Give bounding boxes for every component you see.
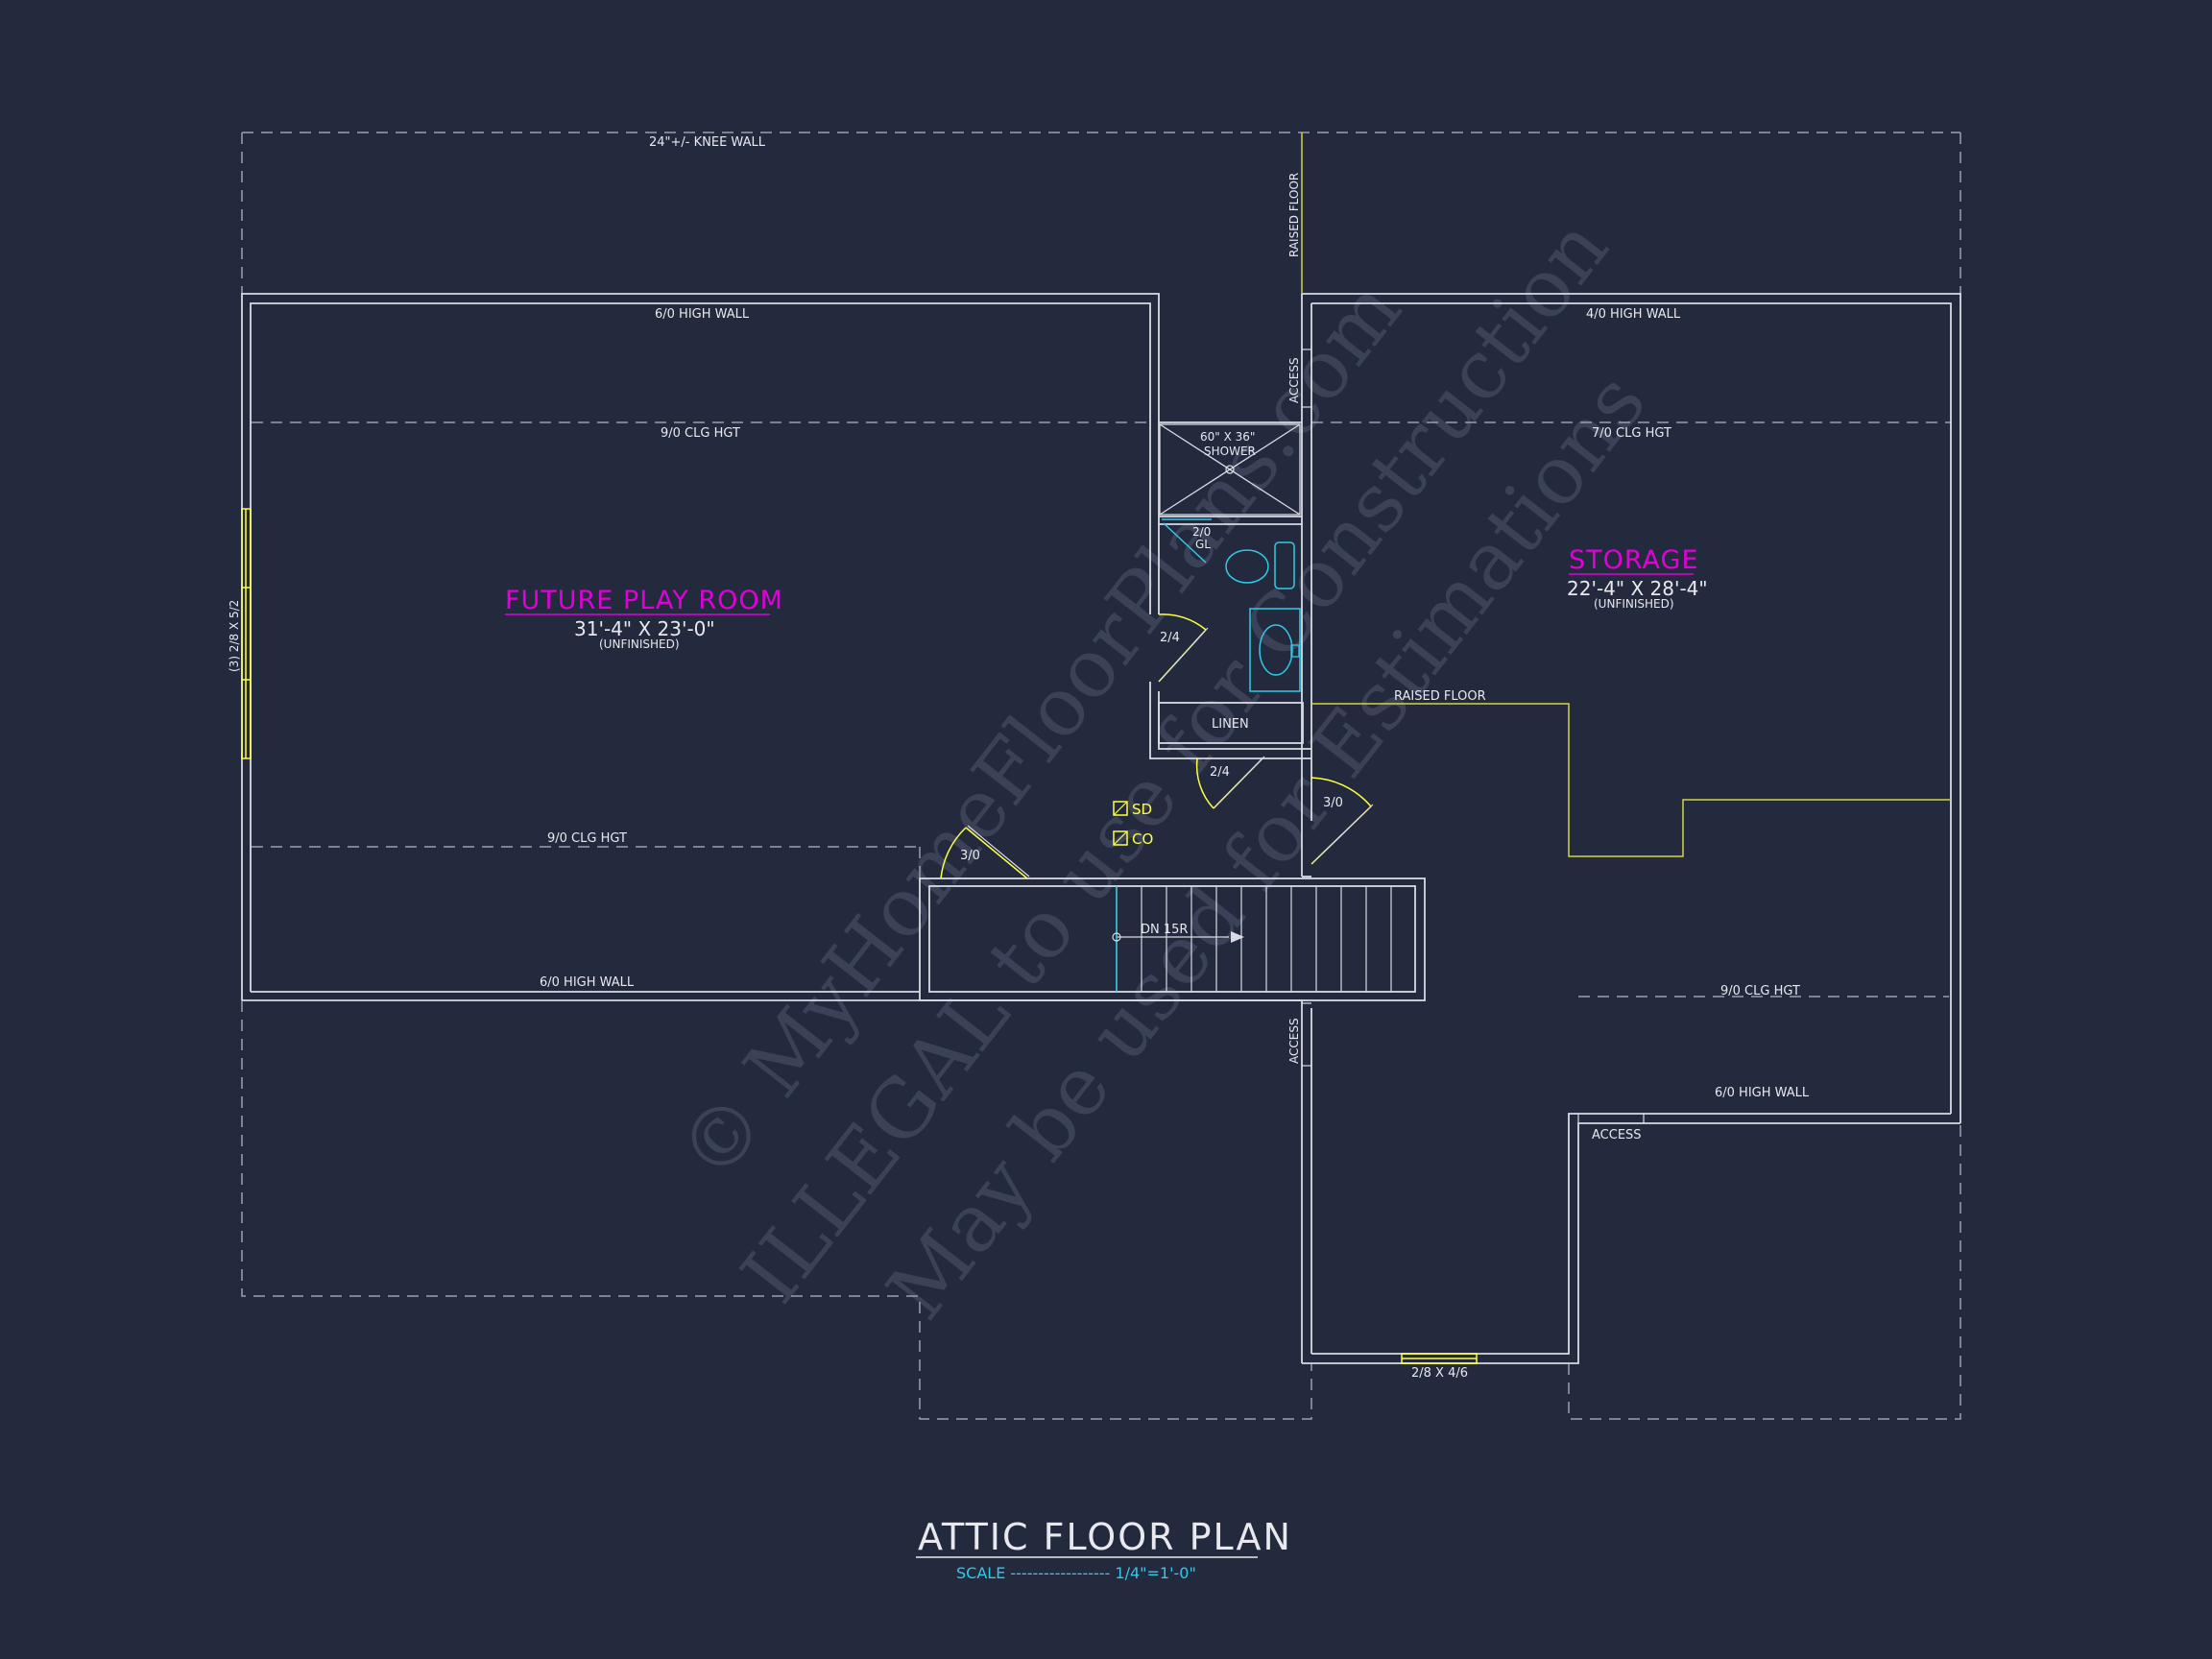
stair-arrow-icon <box>1231 931 1244 943</box>
play-door-label: 3/0 <box>960 849 980 863</box>
storage-top-clg-label: 7/0 CLG HGT <box>1592 426 1671 441</box>
access-markers <box>1302 349 1645 1123</box>
linen-label: LINEN <box>1212 717 1249 732</box>
bath-fixtures <box>1162 518 1301 692</box>
play-room-name: FUTURE PLAY ROOM <box>505 586 783 615</box>
watermark-line-2: ILLEGAL to use for Construction <box>723 202 1625 1320</box>
storage-top-wall-label: 4/0 HIGH WALL <box>1586 307 1681 322</box>
stair-start-marker <box>1112 932 1121 942</box>
stair-label: DN 15R <box>1141 923 1188 937</box>
stair-treads <box>1116 886 1392 992</box>
raised-floor-vert-label: RAISED FLOOR <box>1287 173 1301 257</box>
co-detector-label: CO <box>1132 830 1153 848</box>
knee-wall-label: 24"+/- KNEE WALL <box>649 135 766 150</box>
vanity <box>1249 608 1301 692</box>
glass-size-label: 2/0 <box>1192 525 1211 539</box>
plan-scale: SCALE ------------------ 1/4"=1'-0" <box>956 1564 1196 1582</box>
play-room-dimensions: 31'-4" X 23'-0" <box>574 617 715 640</box>
window-left-label: (3) 2/8 X 5/2 <box>228 600 241 672</box>
bath-door-label: 2/4 <box>1160 631 1180 645</box>
watermark: © MyHomeFloorPlans.com ILLEGAL to use fo… <box>661 202 1664 1336</box>
linen-door-label: 2/4 <box>1210 765 1230 780</box>
play-bot-wall-label: 6/0 HIGH WALL <box>540 975 635 990</box>
shower-label: SHOWER <box>1204 445 1256 458</box>
raised-floor-label: RAISED FLOOR <box>1394 689 1486 704</box>
smoke-detector-label: SD <box>1132 801 1152 818</box>
storage-note: (UNFINISHED) <box>1594 597 1674 611</box>
access-right-label: ACCESS <box>1592 1128 1642 1142</box>
co-detector-icon <box>1113 830 1128 846</box>
windows <box>241 508 1478 1364</box>
plan-title: ATTIC FLOOR PLAN <box>918 1516 1292 1558</box>
raised-floor-lines <box>1301 132 1951 857</box>
play-room-note: (UNFINISHED) <box>599 637 680 651</box>
roof-outline <box>241 132 1961 1420</box>
toilet-bowl <box>1225 549 1269 584</box>
door-swing-edges <box>967 627 1374 878</box>
access-mid-label: ACCESS <box>1287 1018 1301 1064</box>
storage-name: STORAGE <box>1569 545 1699 575</box>
play-bot-clg-label: 9/0 CLG HGT <box>547 831 627 846</box>
storage-dimensions: 22'-4" X 28'-4" <box>1567 577 1708 600</box>
window-bottom-label: 2/8 X 4/6 <box>1411 1366 1468 1381</box>
storage-door-label: 3/0 <box>1323 796 1343 810</box>
access-top-label: ACCESS <box>1287 357 1301 403</box>
smoke-detector-icon <box>1113 801 1128 816</box>
shower <box>1159 423 1301 516</box>
faucet-icon <box>1290 644 1300 658</box>
shower-size-label: 60" X 36" <box>1200 430 1255 444</box>
storage-bot-wall-label: 6/0 HIGH WALL <box>1715 1086 1810 1100</box>
sink-basin <box>1259 624 1293 676</box>
play-top-wall-label: 6/0 HIGH WALL <box>655 307 750 322</box>
storage-bot-clg-label: 9/0 CLG HGT <box>1720 984 1800 998</box>
toilet-tank <box>1274 541 1295 589</box>
glass-label: GL <box>1195 538 1211 551</box>
play-top-clg-label: 9/0 CLG HGT <box>661 426 740 441</box>
